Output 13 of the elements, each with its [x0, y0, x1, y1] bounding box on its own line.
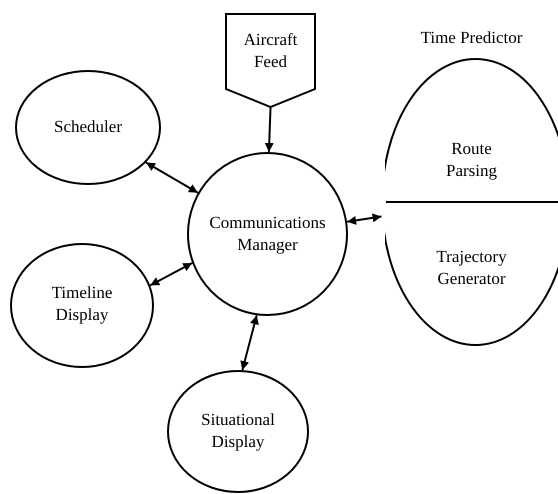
group-heading: Time Predictor — [420, 28, 522, 47]
node-label: Scheduler — [54, 117, 122, 136]
node-label: Aircraft Feed — [244, 30, 298, 71]
node-label: Communications Manager — [209, 213, 326, 254]
arrow — [146, 162, 198, 194]
node-label: Trajectory Generator — [436, 247, 507, 288]
arrow — [150, 262, 193, 286]
node-label: Situational Display — [201, 410, 275, 451]
node-label: Timeline Display — [52, 283, 112, 324]
arrow — [240, 315, 259, 370]
arrow — [346, 213, 382, 225]
node-label: Route Parsing — [446, 139, 497, 180]
arrow — [264, 108, 274, 152]
